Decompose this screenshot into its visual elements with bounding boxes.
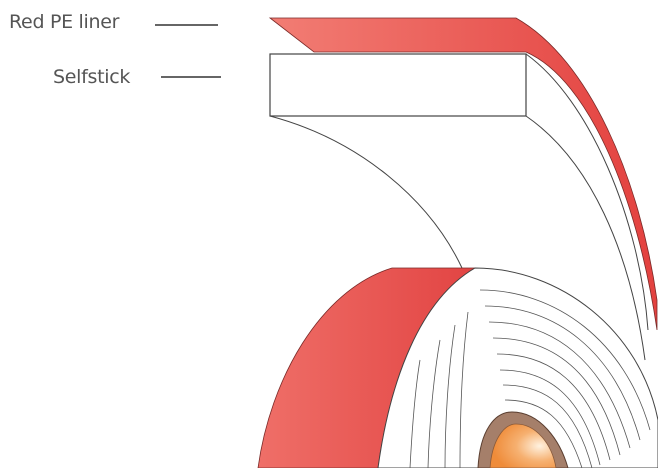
selfstick-end-face xyxy=(269,53,527,117)
selfstick-edge xyxy=(525,53,649,331)
label-red-pe-liner: Red PE liner xyxy=(9,11,120,33)
liner-strip xyxy=(268,17,658,331)
selfstick-inner-edge xyxy=(525,115,646,361)
roll-core-hole xyxy=(489,423,557,468)
winding-lines xyxy=(409,289,651,468)
roll-wound-face xyxy=(377,267,658,468)
selfstick-left-curve xyxy=(269,115,463,269)
label-selfstick: Selfstick xyxy=(53,66,131,88)
